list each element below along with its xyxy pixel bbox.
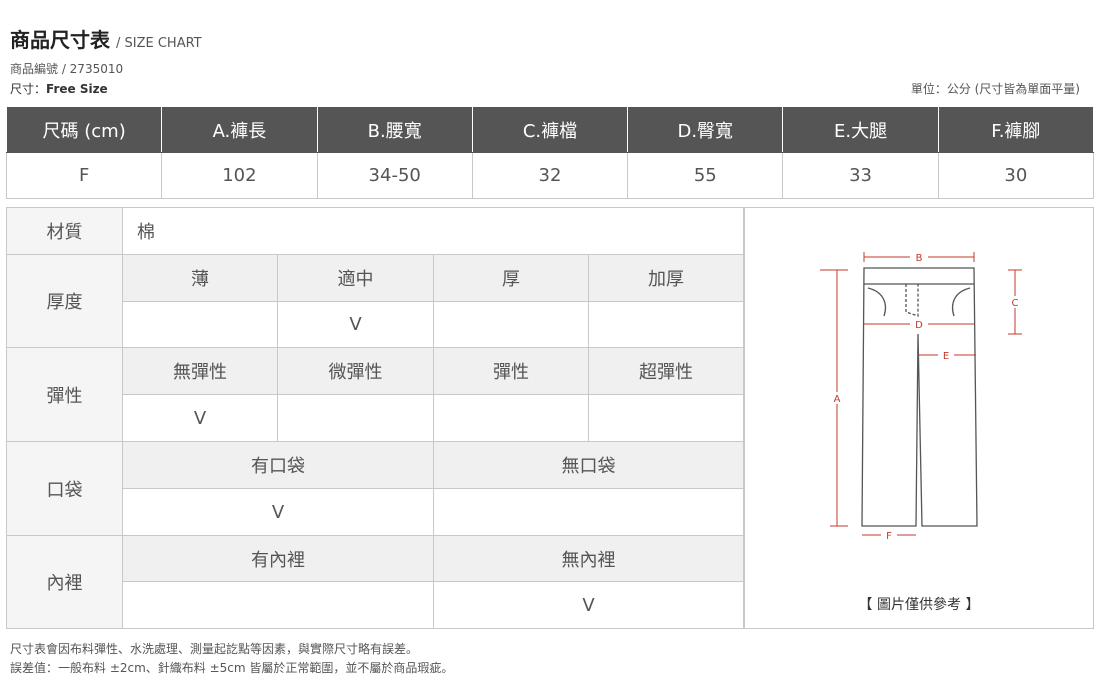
- detail-grid: 材質 棉 厚度 薄 適中 厚 加厚 V 彈性 無彈性 微彈性 彈性 超彈性 V …: [6, 207, 745, 629]
- header-c-rise: C.褲檔: [471, 106, 629, 153]
- label-c: C: [1012, 298, 1019, 309]
- cell-size: F: [5, 152, 163, 199]
- unit-note: 單位：公分 (尺寸皆為單面平量): [910, 82, 1080, 96]
- label-d-bg: [910, 318, 928, 330]
- cell-c-rise: 32: [471, 152, 629, 199]
- label-a: A: [834, 394, 841, 405]
- size-value: Free Size: [46, 82, 108, 96]
- lining-option-no: 無內裡: [434, 536, 744, 582]
- elasticity-label: 彈性: [7, 348, 123, 442]
- header-a-length: A.褲長: [161, 106, 318, 153]
- label-e-bg: [938, 349, 954, 361]
- title-text: 商品尺寸表: [10, 28, 110, 52]
- header-f-hem: F.褲腳: [937, 106, 1095, 153]
- elasticity-mark-super: [589, 395, 744, 442]
- lining-mark-yes: [123, 582, 434, 628]
- cell-d-hip: 55: [627, 152, 784, 199]
- thickness-label: 厚度: [7, 255, 123, 348]
- diagram-caption: 【 圖片僅供參考 】: [858, 597, 980, 613]
- header-d-hip: D.臀寬: [627, 106, 784, 153]
- label-d: D: [915, 320, 923, 331]
- note-tolerance: 誤差值：一般布料 ±2cm、針織布料 ±5cm 皆屬於正常範圍，並不屬於商品瑕疵…: [10, 661, 454, 675]
- label-e: E: [943, 351, 949, 362]
- pocket-label: 口袋: [7, 442, 123, 536]
- thickness-mark-thin: [123, 302, 278, 348]
- elasticity-option-super: 超彈性: [589, 348, 744, 395]
- page-title: 商品尺寸表 / SIZE CHART: [10, 24, 202, 53]
- pocket-option-no: 無口袋: [434, 442, 744, 489]
- elasticity-option-stretch: 彈性: [434, 348, 589, 395]
- measurement-table: 尺碼 (cm) A.褲長 B.腰寬 C.褲檔 D.臀寬 E.大腿 F.褲腳 F …: [5, 106, 1095, 199]
- label-b: B: [916, 253, 923, 264]
- title-subtitle: / SIZE CHART: [116, 36, 202, 51]
- cell-e-thigh: 33: [782, 152, 939, 199]
- measurement-header-row: 尺碼 (cm) A.褲長 B.腰寬 C.褲檔 D.臀寬 E.大腿 F.褲腳: [5, 106, 1095, 153]
- cell-a-length: 102: [161, 152, 318, 199]
- size-label: 尺寸：: [10, 82, 47, 96]
- pants-body-shape: [861, 267, 978, 527]
- header-e-thigh: E.大腿: [782, 106, 939, 153]
- thickness-option-medium: 適中: [278, 255, 434, 302]
- elasticity-option-none: 無彈性: [123, 348, 278, 395]
- cell-b-waist: 34-50: [316, 152, 473, 199]
- pants-diagram-panel: B A C D E F 【 圖片僅供參考 】: [744, 207, 1094, 629]
- label-f-bg: [881, 529, 897, 541]
- measurement-row: F 102 34-50 32 55 33 30: [5, 152, 1095, 199]
- elasticity-mark-stretch: [434, 395, 589, 442]
- label-a-bg: [829, 392, 845, 404]
- elasticity-option-slight: 微彈性: [278, 348, 434, 395]
- label-f: F: [886, 531, 892, 542]
- elasticity-mark-none: V: [123, 395, 278, 442]
- label-b-bg: [910, 251, 928, 263]
- pants-diagram: B A C D E F: [820, 251, 1023, 542]
- left-pocket-curve: [867, 287, 887, 317]
- note-measurement-variance: 尺寸表會因布料彈性、水洗處理、測量起訖點等因素，與實際尺寸略有誤差。: [10, 642, 419, 656]
- pocket-mark-yes: V: [123, 489, 434, 536]
- header-size: 尺碼 (cm): [5, 106, 163, 153]
- header-b-waist: B.腰寬: [316, 106, 473, 153]
- product-code: 商品編號 / 2735010: [10, 62, 124, 76]
- thickness-mark-extra-thick: [589, 302, 744, 348]
- pocket-mark-no: [434, 489, 744, 536]
- lining-label: 內裡: [7, 536, 123, 628]
- material-value: 棉: [123, 208, 744, 255]
- label-c-bg: [1007, 296, 1023, 308]
- thickness-option-thick: 厚: [434, 255, 589, 302]
- guide-labels: B A C D E F: [829, 251, 1023, 542]
- pants-outline: [861, 267, 978, 527]
- pocket-option-yes: 有口袋: [123, 442, 434, 489]
- elasticity-mark-slight: [278, 395, 434, 442]
- right-pocket-curve: [951, 287, 971, 317]
- fly-stitch: [905, 284, 919, 317]
- thickness-mark-medium: V: [278, 302, 434, 348]
- size-line: 尺寸：Free Size: [10, 80, 108, 97]
- thickness-option-thin: 薄: [123, 255, 278, 302]
- thickness-option-extra-thick: 加厚: [589, 255, 744, 302]
- lining-mark-no: V: [434, 582, 744, 628]
- cell-f-hem: 30: [937, 152, 1095, 199]
- lining-option-yes: 有內裡: [123, 536, 434, 582]
- material-label: 材質: [7, 208, 123, 255]
- thickness-mark-thick: [434, 302, 589, 348]
